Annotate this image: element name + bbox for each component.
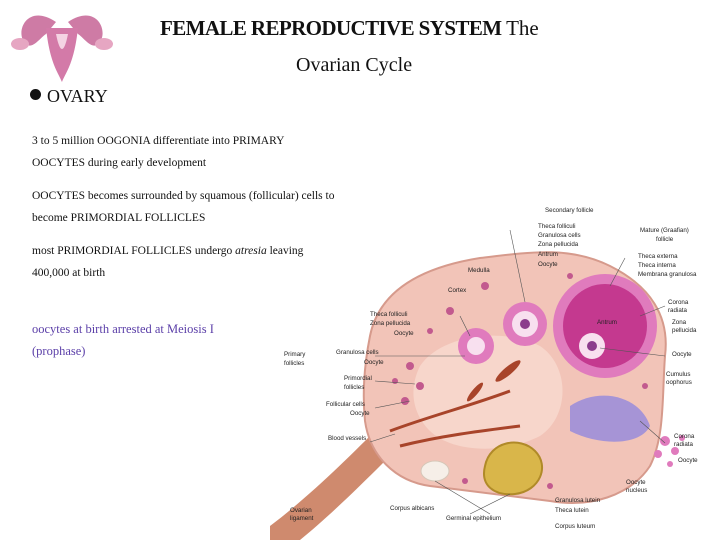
ovary-diagram: Secondary follicle Theca folliculi Granu… (270, 196, 720, 540)
label-oocyte-right: Oocyte (672, 351, 692, 358)
label-theca-interna: Theca interna (638, 262, 676, 269)
bullet-ovary: OVARY (30, 86, 108, 107)
medulla-shape (413, 335, 563, 449)
label-primary-follicles: follicles (284, 360, 304, 367)
paragraph-emphasis: atresia (235, 245, 267, 257)
paragraph-oocytes: OOCYTES becomes surrounded by squamous (… (32, 185, 335, 229)
label-granulosa-cells-left: Granulosa cells (336, 349, 379, 356)
label-oocyte: Oocyte (538, 261, 558, 268)
label-membrana-granulosa: Membrana granulosa (638, 271, 697, 278)
paragraph-line: 400,000 at birth (32, 267, 106, 279)
bullet-dot-icon (30, 89, 41, 100)
title-bold: FEMALE REPRODUCTIVE SYSTEM (160, 16, 502, 40)
label-granulosa-lutein: Granulosa lutein (555, 497, 601, 504)
label-theca-externa: Theca externa (638, 253, 678, 260)
blood-vessel-shape (389, 389, 511, 433)
label-corona-radiata: Corona (668, 299, 689, 306)
label-corona-radiata-low: radiata (674, 441, 693, 448)
label-theca-folliculi-left: Theca folliculi (370, 311, 408, 318)
label-cumulus-oophorus: oophorus (666, 379, 692, 386)
label-zona-pellucida-right: pellucida (672, 327, 697, 334)
label-antrum: Antrum (538, 251, 558, 258)
label-corpus-albicans: Corpus albicans (390, 505, 434, 512)
label-oocyte-low: Oocyte (678, 457, 698, 464)
paragraph-line: become PRIMORDIAL FOLLICLES (32, 212, 206, 224)
label-oocyte-left2: Oocyte (364, 359, 384, 366)
follicle-nucleus-shape (587, 341, 597, 351)
label-theca-lutein: Theca lutein (555, 507, 589, 514)
label-zona-pellucida: Zona pellucida (538, 241, 579, 248)
label-cortex: Cortex (448, 287, 467, 294)
leader-lines (369, 229, 666, 515)
slide-subtitle: Ovarian Cycle (296, 54, 413, 76)
label-ovarian-ligament: Ovarian (290, 507, 312, 514)
label-zona-pellucida-right: Zona (672, 319, 687, 326)
label-theca-folliculi: Theca folliculi (538, 223, 576, 230)
released-oocyte-group (654, 435, 685, 467)
title-rest: The (506, 16, 539, 40)
ovarian-ligament-shape (270, 426, 400, 540)
ovary-diagram-svg: Secondary follicle Theca folliculi Granu… (270, 207, 698, 540)
diagram-labels: Secondary follicle Theca folliculi Granu… (284, 207, 698, 530)
follicle-oocyte-shape (467, 337, 485, 355)
label-blood-vessels: Blood vessels (328, 435, 366, 442)
label-mature-follicle: Mature (Graafian) (640, 227, 689, 234)
label-follicular-cells: Follicular cells (326, 401, 365, 408)
paragraph-oogonia: 3 to 5 million OOGONIA differentiate int… (32, 130, 332, 174)
paragraph-meiosis: oocytes at birth arrested at Meiosis I (… (32, 318, 272, 362)
corpus-luteum-shape (483, 441, 544, 496)
paragraph-line: oocytes at birth arrested at Meiosis I (32, 322, 214, 336)
label-medulla: Medulla (468, 267, 490, 274)
label-primary-follicles: Primary (284, 351, 306, 358)
blood-vessel-shape (466, 382, 484, 402)
blood-vessel-shape (495, 360, 521, 382)
paragraph-line: (prophase) (32, 344, 86, 358)
label-oocyte-left3: Oocyte (350, 410, 370, 417)
slide-title: FEMALE REPRODUCTIVE SYSTEM The (160, 16, 539, 41)
label-corona-radiata-low: Corona (674, 433, 695, 440)
paragraph-line: OOCYTES during early development (32, 157, 207, 169)
label-granulosa-cells: Granulosa cells (538, 232, 581, 239)
label-ovarian-ligament: ligament (290, 515, 314, 522)
paragraph-line: OOCYTES becomes surrounded by squamous (… (32, 190, 335, 202)
label-secondary-follicle: Secondary follicle (545, 207, 594, 214)
label-antrum-center: Antrum (597, 319, 617, 326)
paragraph-atresia: most PRIMORDIAL FOLLICLES undergo atresi… (32, 240, 332, 284)
label-corona-radiata: radiata (668, 307, 687, 314)
uterus-thumbnail-image (6, 4, 118, 84)
paragraph-line: 3 to 5 million OOGONIA differentiate int… (32, 135, 285, 147)
label-zona-pellucida-left: Zona pellucida (370, 320, 411, 327)
label-oocyte-nucleus: nucleus (626, 487, 647, 494)
ovulating-follicle-shape (570, 395, 650, 442)
paragraph-text: most PRIMORDIAL FOLLICLES undergo (32, 245, 236, 257)
primordial-follicles-group (392, 273, 648, 489)
label-cumulus-oophorus: Cumulus (666, 371, 690, 378)
label-oocyte-left: Oocyte (394, 330, 414, 337)
label-mature-follicle: follicle (656, 236, 674, 243)
bullet-label: OVARY (47, 86, 108, 106)
corpus-albicans-shape (420, 460, 450, 482)
paragraph-text: leaving (266, 245, 304, 257)
label-germinal-epithelium: Germinal epithelium (446, 515, 501, 522)
antrum-shape (563, 284, 647, 368)
blood-vessel-shape (399, 424, 521, 448)
label-primordial-follicles: follicles (344, 384, 364, 391)
paragraph-line: most PRIMORDIAL FOLLICLES undergo atresi… (32, 240, 332, 262)
label-primordial-follicles: Primordial (344, 375, 372, 382)
label-oocyte-nucleus: Oocyte (626, 479, 646, 486)
follicle-nucleus-shape (520, 319, 530, 329)
label-corpus-luteum: Corpus luteum (555, 523, 595, 530)
